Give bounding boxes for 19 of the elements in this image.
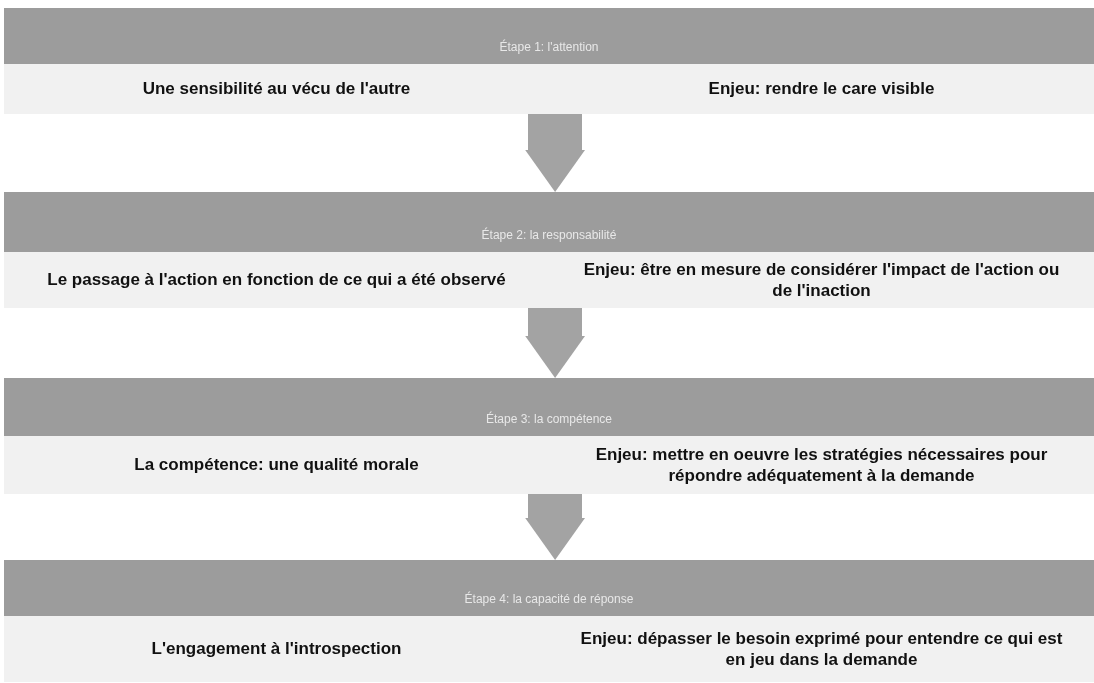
stage-description: L'engagement à l'introspection (151, 638, 402, 661)
stage-title: Étape 1: l'attention (499, 38, 599, 56)
stage-panel (4, 378, 1094, 494)
down-arrow (525, 308, 585, 378)
stage-issue: Enjeu: dépasser le besoin exprimé pour entendre ce qui est en jeu dans la demande (579, 627, 1064, 671)
stage-panel (4, 560, 1094, 682)
stage-description: Une sensibilité au vécu de l'autre (142, 78, 411, 101)
stage-panel (4, 8, 1094, 114)
stage-description: Le passage à l'action en fonction de ce qui a été observé (47, 269, 506, 292)
stage-panel (4, 192, 1094, 308)
stage-title: Étape 4: la capacité de réponse (464, 590, 634, 608)
down-arrow (525, 494, 585, 560)
stage-title: Étape 2: la responsabilité (481, 226, 617, 244)
stage-title: Étape 3: la compétence (485, 410, 613, 428)
stage-issue: Enjeu: rendre le care visible (708, 78, 935, 100)
down-arrow (525, 114, 585, 192)
stage-issue: Enjeu: mettre en oeuvre les stratégies nécessaires pour répondre adéquatement à la demande (594, 443, 1049, 487)
stage-description: La compétence: une qualité morale (134, 454, 419, 477)
stage-issue: Enjeu: être en mesure de considérer l'impact de l'action ou de l'inaction (582, 258, 1061, 302)
